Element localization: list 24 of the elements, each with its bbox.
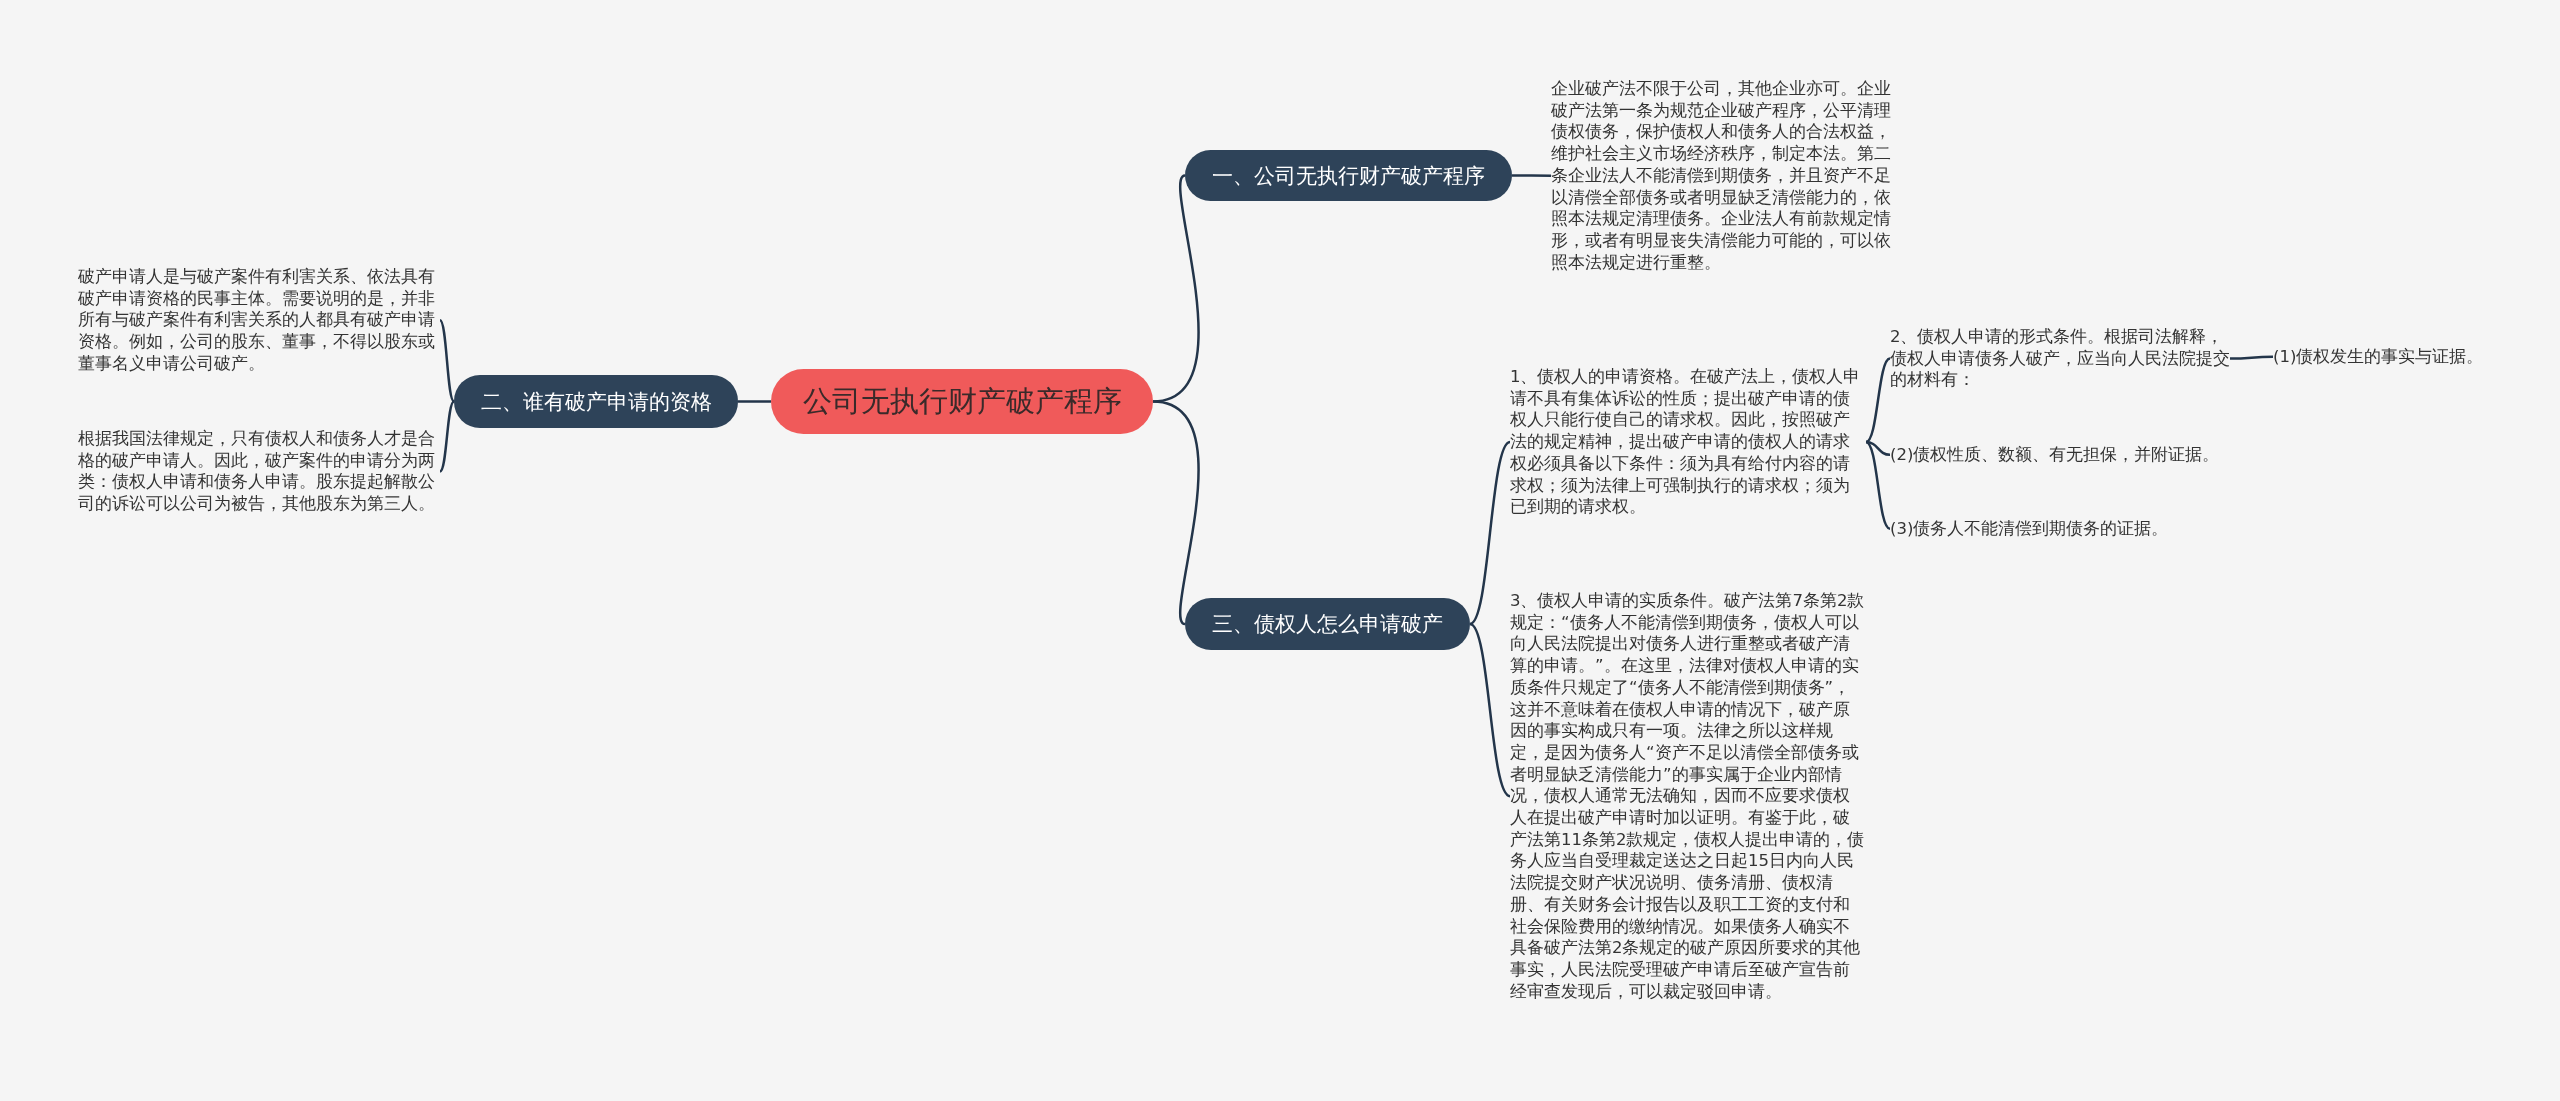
note-text: (1)债权发生的事实与证据。 — [2273, 346, 2484, 368]
connector-line — [2230, 355, 2273, 360]
connector-line — [1469, 440, 1511, 625]
note-text: 企业破产法不限于公司，其他企业亦可。企业破产法第一条为规范企业破产程序，公平清理债权债务，保护债权人和债务人的合法权益，维护社会主义市场经济秩序，制定本法。第二条企业法人不能清偿到期债务，并且资产不足以清偿全部债务或者明显缺乏清偿能力的，依照本法规定清理债务。企业法人有前款规定情形，或者有明显丧失清偿能力可能的，可以依照本法规定进行重整。 — [1551, 78, 1899, 274]
connector-line — [1865, 357, 1891, 444]
topic-pill: 一、公司无执行财产破产程序 — [1185, 150, 1512, 201]
note-text: 3、债权人申请的实质条件。破产法第7条第2款规定：“债务人不能清偿到期债务，债权人可以向人民法院提出对债务人进行重整或者破产清算的申请。”。在这里，法律对债权人申请的实质条件只规定了“债务人不能清偿到期债务”，这并不意味着在债权人申请的情况下，破产原因的事实构成只有一项。法律之所以这样规定，是因为债务人“资产不足以清偿全部债务或者明显缺乏清偿能力”的事实属于企业内部情况，债权人通常无法确知，因而不应要求债权人在提出破产申请时加以证明。有鉴于此，破产法第11条第2款规定，债权人提出申请的，债务人应当自受理裁定送达之日起15日内向人民法院提交财产状况说明、债务清册、债权清册、有关财务会计报告以及职工工资的支付和社会保险费用的缴纳情况。如果债务人确实不具备破产法第2条规定的破产原因所要求的其他事实，人民法院受理破产申请后至破产宣告前经审查发现后，可以裁定驳回申请。 — [1510, 590, 1866, 1003]
connector-line — [1152, 400, 1200, 625]
connector-line — [1865, 440, 1891, 530]
connector-line — [439, 319, 455, 403]
topic-pill: 二、谁有破产申请的资格 — [454, 375, 738, 428]
note-text: 2、债权人申请的形式条件。根据司法解释，债权人申请债务人破产，应当向人民法院提交的材料有： — [1890, 326, 2230, 392]
connector-line — [439, 400, 455, 473]
connector-line — [1865, 440, 1891, 457]
note-text: 破产申请人是与破产案件有利害关系、依法具有破产申请资格的民事主体。需要说明的是，并非所有与破产案件有利害关系的人都具有破产申请资格。例如，公司的股东、董事，不得以股东或董事名义申请公司破产。 — [78, 266, 440, 375]
connector-line — [738, 400, 771, 403]
note-text: (3)债务人不能清偿到期债务的证据。 — [1890, 518, 2169, 540]
central-topic: 公司无执行财产破产程序 — [771, 369, 1153, 434]
connector-line — [1469, 623, 1511, 798]
connector-line — [1512, 174, 1551, 177]
note-text: 根据我国法律规定，只有债权人和债务人才是合格的破产申请人。因此，破产案件的申请分为两类：债权人申请和债务人申请。股东提起解散公司的诉讼可以公司为被告，其他股东为第三人。 — [78, 428, 440, 515]
note-text: (2)债权性质、数额、有无担保，并附证据。 — [1890, 444, 2220, 466]
note-text: 1、债权人的申请资格。在破产法上，债权人申请不具有集体诉讼的性质；提出破产申请的债权人只能行使自己的请求权。因此，按照破产法的规定精神，提出破产申请的债权人的请求权必须具备以下条件：须为具有给付内容的请求权；须为法律上可强制执行的请求权；须为已到期的请求权。 — [1510, 366, 1866, 518]
topic-pill: 三、债权人怎么申请破产 — [1185, 598, 1470, 650]
